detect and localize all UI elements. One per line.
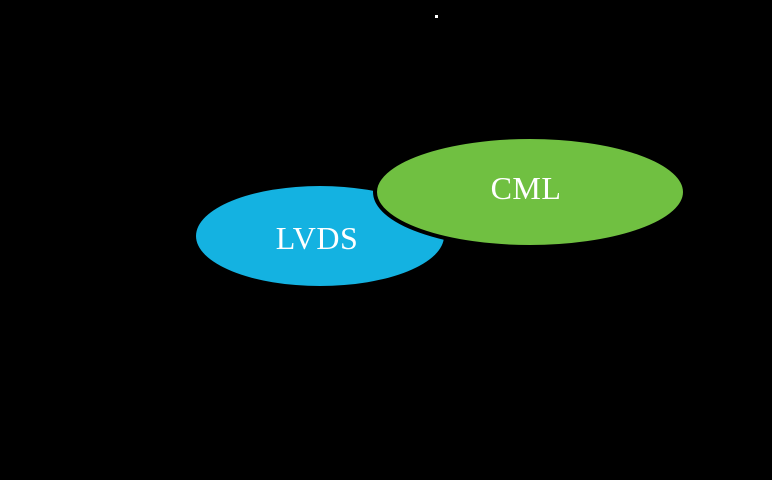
tiny-white-dot [435,15,438,18]
cml-label: CML [491,170,562,206]
cml-ellipse [373,135,687,249]
lvds-label: LVDS [276,220,359,256]
